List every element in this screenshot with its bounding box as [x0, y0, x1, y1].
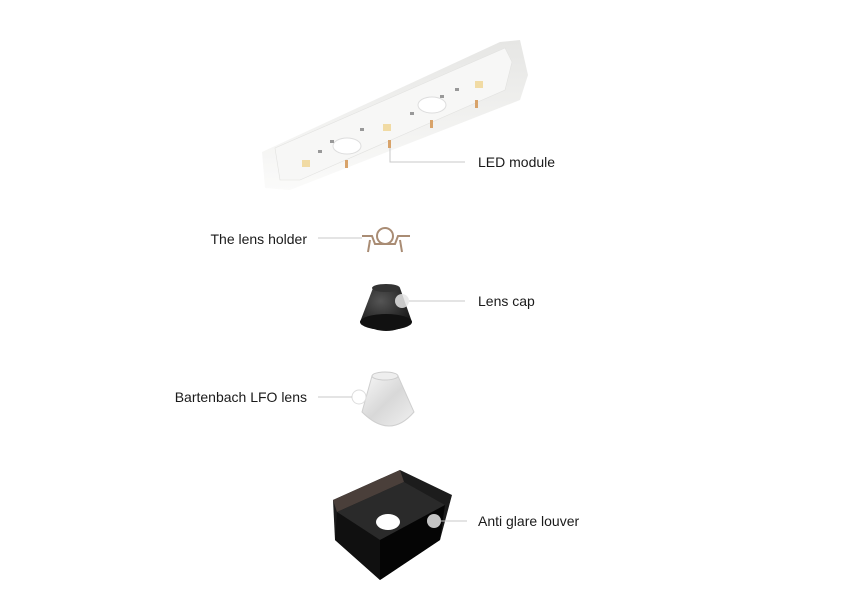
label-anti-glare-louver: Anti glare louver [478, 513, 580, 529]
label-lfo-lens: Bartenbach LFO lens [174, 389, 307, 405]
label-lens-holder: The lens holder [210, 231, 307, 247]
lens-cap [360, 284, 412, 331]
led-chip [383, 124, 391, 131]
label-led-module: LED module [478, 154, 556, 170]
led-module-board [262, 40, 528, 190]
leader-line-led-module [389, 148, 465, 163]
led-chip [475, 81, 483, 88]
lens-holder [362, 227, 410, 253]
anti-glare-louver [333, 470, 452, 580]
label-lens-cap: Lens cap [478, 293, 535, 309]
lfo-lens [351, 371, 415, 427]
led-chip [302, 160, 310, 167]
